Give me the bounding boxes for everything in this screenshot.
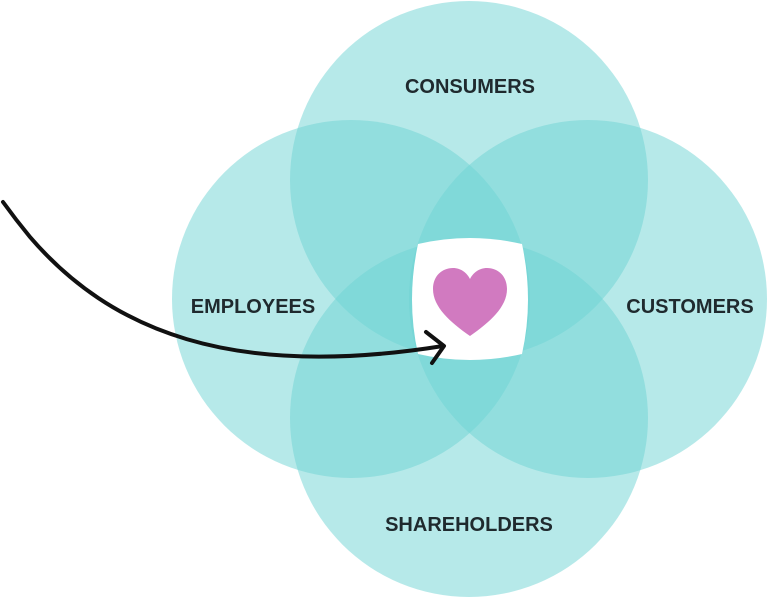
label-employees: EMPLOYEES — [191, 296, 315, 318]
venn-circles — [172, 1, 767, 597]
arrow-curve — [1, 200, 445, 359]
circle-labels: CONSUMERS EMPLOYEES CUSTOMERS SHAREHOLDE… — [191, 76, 754, 536]
label-customers: CUSTOMERS — [626, 296, 753, 318]
label-consumers: CONSUMERS — [405, 76, 535, 98]
circle-shareholders — [290, 239, 648, 597]
label-shareholders: SHAREHOLDERS — [385, 514, 553, 536]
heart-icon — [433, 268, 507, 336]
arrow — [1, 200, 446, 365]
arrow-head — [424, 330, 446, 365]
